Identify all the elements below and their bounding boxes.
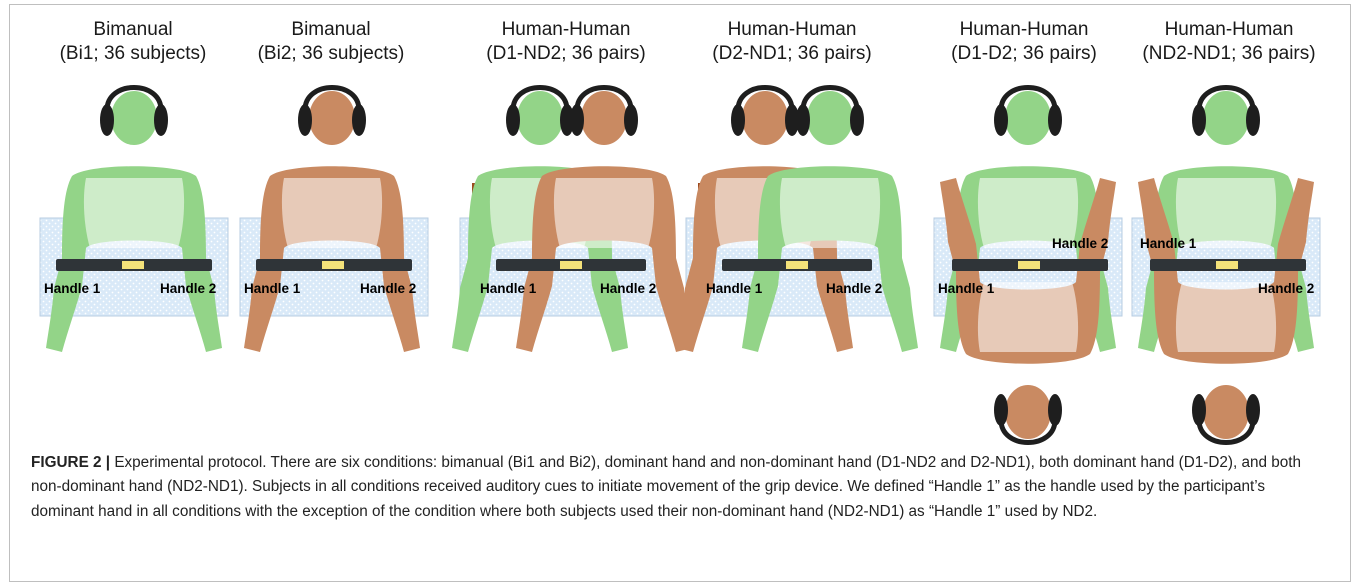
caption-label: FIGURE 2 | [31,454,110,471]
handle-1-label: Handle 1 [1140,236,1196,251]
handle-2-label: Handle 2 [1258,281,1314,296]
grip-device-center [1216,261,1238,269]
caption-text: Experimental protocol. There are six con… [31,454,1301,520]
figure-caption: FIGURE 2 | Experimental protocol. There … [31,451,1331,524]
